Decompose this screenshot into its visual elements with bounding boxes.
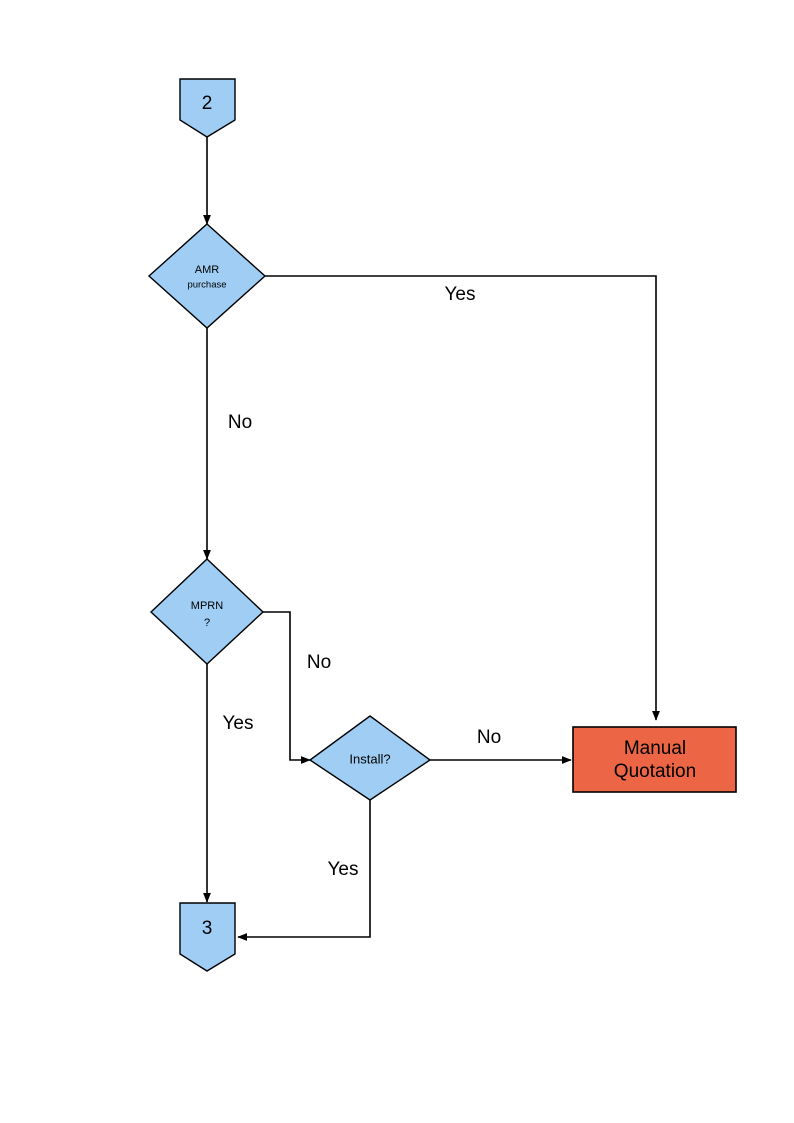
edge-label-mprn-no: No [307,652,331,673]
node-start-connector-2[interactable]: 2 [179,78,236,138]
edge-label-amr-no: No [228,412,252,433]
node-decision-install[interactable]: Install? [308,715,432,801]
node-decision-mprn[interactable]: MPRN ? [149,558,265,665]
node-process-manual-quotation[interactable]: Manual Quotation [572,726,737,793]
decision-install-label: Install? [349,751,390,766]
edge-amr-yes [265,275,660,721]
decision-mprn-label-line1: MPRN [191,600,223,612]
start-connector-2-label: 2 [202,93,213,114]
start-connector-2-shape[interactable] [179,78,236,138]
edge-label-install-no: No [477,727,501,748]
node-end-connector-3[interactable]: 3 [179,902,236,972]
edge-install-yes [237,800,371,941]
decision-amr-purchase-label-line1: AMR [195,264,220,276]
end-connector-3-label: 3 [202,918,213,939]
decision-mprn-shape[interactable] [149,558,265,665]
node-decision-amr-purchase[interactable]: AMR purchase [147,223,267,329]
edge-label-mprn-yes: Yes [223,713,254,734]
decision-amr-purchase-shape[interactable] [147,223,267,329]
edge-mprn-no [263,611,311,764]
edge-label-install-yes: Yes [328,859,359,880]
process-manual-quotation-label-line2: Quotation [614,761,696,782]
decision-mprn-label-line2: ? [204,617,210,629]
edge-label-amr-yes: Yes [445,284,476,305]
decision-install-shape[interactable] [308,715,432,801]
decision-amr-purchase-label-line2: purchase [187,280,226,291]
end-connector-3-shape[interactable] [179,902,236,972]
process-manual-quotation-label-line1: Manual [624,738,686,759]
process-manual-quotation-shape[interactable] [572,726,737,793]
